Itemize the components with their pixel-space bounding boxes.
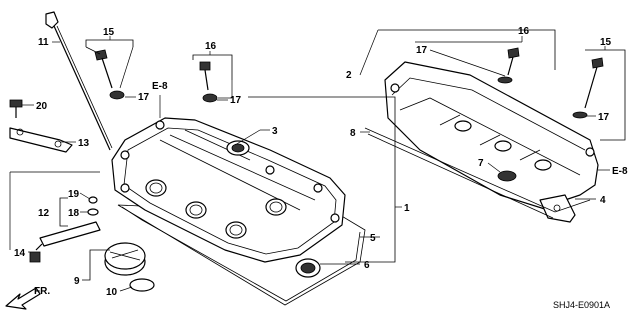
callout-11: 11 bbox=[38, 37, 49, 48]
arrow-left-down-icon bbox=[5, 287, 41, 310]
callout-3: 3 bbox=[272, 126, 278, 137]
callout-15-left: 15 bbox=[103, 27, 115, 38]
bolt-20 bbox=[9, 99, 23, 118]
callout-10: 10 bbox=[106, 287, 118, 298]
right-cover-bolts bbox=[497, 47, 604, 119]
callout-17-b: 17 bbox=[230, 95, 242, 106]
callout-16-right: 16 bbox=[518, 26, 530, 37]
cover-body-rear bbox=[384, 61, 599, 211]
cover-body-front bbox=[111, 117, 346, 263]
callout-20: 20 bbox=[36, 101, 48, 112]
callout-e8-right: E-8 bbox=[612, 166, 628, 177]
filler-cap-seal bbox=[129, 278, 155, 292]
callout-8: 8 bbox=[350, 128, 356, 139]
callout-19: 19 bbox=[68, 189, 80, 200]
callout-e8-left: E-8 bbox=[152, 81, 168, 92]
callout-1: 1 bbox=[404, 203, 410, 214]
rear-valve-cover bbox=[384, 61, 599, 223]
callout-6: 6 bbox=[364, 260, 370, 271]
callout-17-d: 17 bbox=[598, 112, 610, 123]
oil-dipstick bbox=[45, 11, 113, 151]
plug-hole-1 bbox=[145, 179, 167, 197]
breather-pipe-14 bbox=[29, 221, 101, 263]
callout-4: 4 bbox=[600, 195, 606, 206]
callout-16-left: 16 bbox=[205, 41, 217, 52]
callout-17-c: 17 bbox=[416, 45, 428, 56]
front-valve-cover bbox=[111, 117, 366, 306]
plug-hole-3 bbox=[225, 221, 247, 239]
callout-12: 12 bbox=[38, 208, 50, 219]
plug-hole-2 bbox=[185, 201, 207, 219]
fr-label: FR. bbox=[34, 286, 50, 297]
callout-7: 7 bbox=[478, 158, 484, 169]
callout-15-right: 15 bbox=[600, 37, 612, 48]
callout-14: 14 bbox=[14, 248, 26, 259]
guide-bracket-13 bbox=[9, 127, 73, 153]
callout-9: 9 bbox=[74, 276, 80, 287]
plug-hole-4 bbox=[265, 198, 287, 216]
oil-filler-cap bbox=[104, 242, 146, 276]
callout-17-a: 17 bbox=[138, 92, 150, 103]
rear-plug-seal-7 bbox=[497, 170, 517, 182]
cover-gasket-rear bbox=[364, 127, 591, 213]
callout-2: 2 bbox=[346, 70, 352, 81]
left-cover-bolts bbox=[94, 49, 218, 103]
front-direction-arrow: FR. bbox=[5, 286, 50, 310]
diagram-code: SHJ4-E0901A bbox=[553, 300, 610, 310]
rear-mount-bracket bbox=[539, 194, 576, 223]
callout-13: 13 bbox=[78, 138, 90, 149]
breather-o-rings bbox=[87, 196, 99, 216]
callout-18: 18 bbox=[68, 208, 80, 219]
callout-5: 5 bbox=[370, 233, 376, 244]
